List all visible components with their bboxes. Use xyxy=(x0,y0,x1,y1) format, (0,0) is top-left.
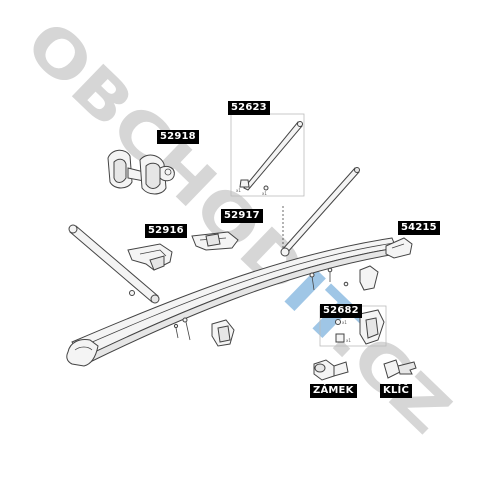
part-52918 xyxy=(107,149,175,195)
label-52917: 52917 xyxy=(221,209,263,223)
label-52682: 52682 xyxy=(320,304,362,318)
qty-x1-52623a: x1 xyxy=(236,188,241,193)
main-rail xyxy=(66,237,397,367)
label-zamek: ZÁMEK xyxy=(310,384,357,398)
label-52918: 52918 xyxy=(157,130,199,144)
part-52682-group: x1 x1 xyxy=(319,305,387,347)
label-klic: KLÍČ xyxy=(380,384,412,398)
part-52917 xyxy=(191,231,239,251)
qty-x1-52682b: x1 xyxy=(346,338,351,343)
label-52916: 52916 xyxy=(145,224,187,238)
part-52916 xyxy=(127,243,173,271)
label-52623: 52623 xyxy=(228,101,270,115)
qty-x1-52623b: x1 xyxy=(262,191,267,196)
label-54215: 54215 xyxy=(398,221,440,235)
qty-x1-52682a: x1 xyxy=(342,320,347,325)
bar-right xyxy=(280,167,360,257)
part-52623-group: x1 x1 xyxy=(230,113,305,250)
bar-left xyxy=(68,224,160,304)
lock-cylinder xyxy=(313,359,349,381)
key xyxy=(383,359,417,379)
part-54215 xyxy=(385,237,413,259)
small-hardware xyxy=(173,265,379,347)
